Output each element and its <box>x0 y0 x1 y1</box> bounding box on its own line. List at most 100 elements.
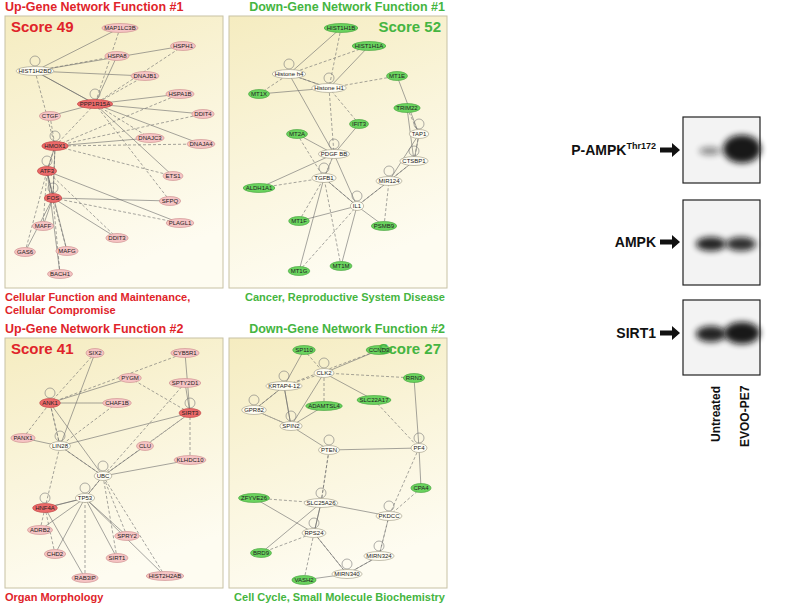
network-link <box>35 46 183 71</box>
network-link <box>289 28 341 74</box>
network-link <box>379 516 389 556</box>
pointer-arrow <box>660 326 680 340</box>
network-link <box>284 350 379 386</box>
gene-label: ADAMTSL4 <box>308 403 340 410</box>
gene-node <box>349 120 368 129</box>
gene-node <box>371 222 396 231</box>
gene-label: KLHDC10 <box>176 457 203 464</box>
network-link <box>103 383 185 476</box>
gene-node <box>403 374 424 383</box>
gene-label: DNAJB1 <box>133 73 156 80</box>
gene-label: Histone H1 <box>314 85 344 92</box>
gene-label: SLC22A17 <box>359 397 388 404</box>
self-loop <box>374 541 384 551</box>
gene-node <box>47 270 72 279</box>
blot-label-group: SIRT1 <box>616 324 656 342</box>
self-loop <box>284 59 294 69</box>
network-link <box>45 446 60 508</box>
gene-label: PANX1 <box>13 435 32 442</box>
gene-node <box>364 552 394 561</box>
gene-label: TRIM22 <box>396 105 417 112</box>
network-link <box>324 373 414 378</box>
function-caption: Cell Cycle, Small Molecule Biochemistry <box>229 591 445 604</box>
gene-node <box>192 110 214 119</box>
gene-node <box>350 202 363 211</box>
gene-node <box>56 247 78 256</box>
gene-label: SIRT3 <box>182 410 199 417</box>
network-link <box>329 88 359 124</box>
gene-label: ETS1 <box>165 173 180 180</box>
network-link <box>35 71 55 146</box>
network-link <box>341 206 357 266</box>
self-loop <box>55 431 65 441</box>
network-link <box>95 104 170 201</box>
self-loop <box>319 163 329 173</box>
gene-node <box>306 402 343 411</box>
self-loop <box>342 559 352 569</box>
gene-label: CTSBP1 <box>402 158 425 165</box>
gene-label: HSPA1B <box>168 91 191 98</box>
network-link <box>321 450 329 503</box>
network-link <box>25 198 53 252</box>
network-link <box>145 413 190 446</box>
gene-node <box>106 234 128 243</box>
gene-label: CTGF <box>42 113 58 120</box>
gene-node <box>330 262 352 271</box>
network-link <box>384 181 389 226</box>
network-link <box>103 476 117 558</box>
gene-label: ZFYVE26 <box>241 495 267 502</box>
gene-node <box>292 576 316 585</box>
network-link <box>60 446 103 476</box>
gene-node <box>39 112 60 121</box>
gene-label: VASH2 <box>294 577 313 584</box>
pointer-arrow <box>660 235 680 249</box>
network-link <box>329 448 419 450</box>
network-link <box>35 71 95 104</box>
network-link <box>50 403 103 476</box>
gene-label: ATF3 <box>40 168 54 175</box>
gene-node <box>304 499 338 508</box>
gene-label: RRN3 <box>406 375 422 382</box>
protein-label: P-AMPK <box>571 142 626 158</box>
network-link <box>23 403 50 438</box>
network-link <box>95 104 201 144</box>
gene-label: CYB5R1 <box>173 350 196 357</box>
pointer-arrow <box>660 143 680 157</box>
network-link <box>60 403 117 446</box>
score-label: Score 52 <box>378 19 441 34</box>
self-loop <box>409 146 419 156</box>
gene-node <box>280 422 302 431</box>
gene-node <box>248 90 269 99</box>
gene-node <box>166 90 194 99</box>
self-loop <box>329 139 339 149</box>
blot-row: AMPK <box>560 229 660 255</box>
gene-label: TAP1 <box>412 131 427 138</box>
blot-frame <box>683 300 760 375</box>
self-loop <box>414 433 424 443</box>
self-loop <box>414 119 424 129</box>
network-panel: Up-Gene Network Function #2Score 41Organ… <box>5 322 223 609</box>
blot-band <box>723 135 761 163</box>
gene-node <box>11 434 35 443</box>
self-loop <box>45 388 55 398</box>
gene-node <box>332 570 362 579</box>
gene-node <box>163 172 183 181</box>
gene-label: SIRT1 <box>109 555 126 562</box>
self-loop <box>286 411 296 421</box>
gene-node <box>44 550 65 559</box>
gene-node <box>312 174 336 183</box>
gene-label: SP110 <box>295 347 313 354</box>
gene-label: IFIT3 <box>352 121 366 128</box>
gene-label: TP53 <box>78 495 92 502</box>
gene-node <box>187 140 215 149</box>
network-link <box>55 94 180 146</box>
gene-label: MT1F <box>291 218 307 225</box>
gene-label: ADRB2 <box>30 527 50 534</box>
self-loop <box>384 166 394 176</box>
blot-band <box>726 237 756 251</box>
network-panel <box>5 338 223 588</box>
network-link <box>45 508 85 578</box>
score-label: Score 41 <box>11 341 74 356</box>
self-loop <box>48 183 58 193</box>
gene-node <box>376 177 402 186</box>
